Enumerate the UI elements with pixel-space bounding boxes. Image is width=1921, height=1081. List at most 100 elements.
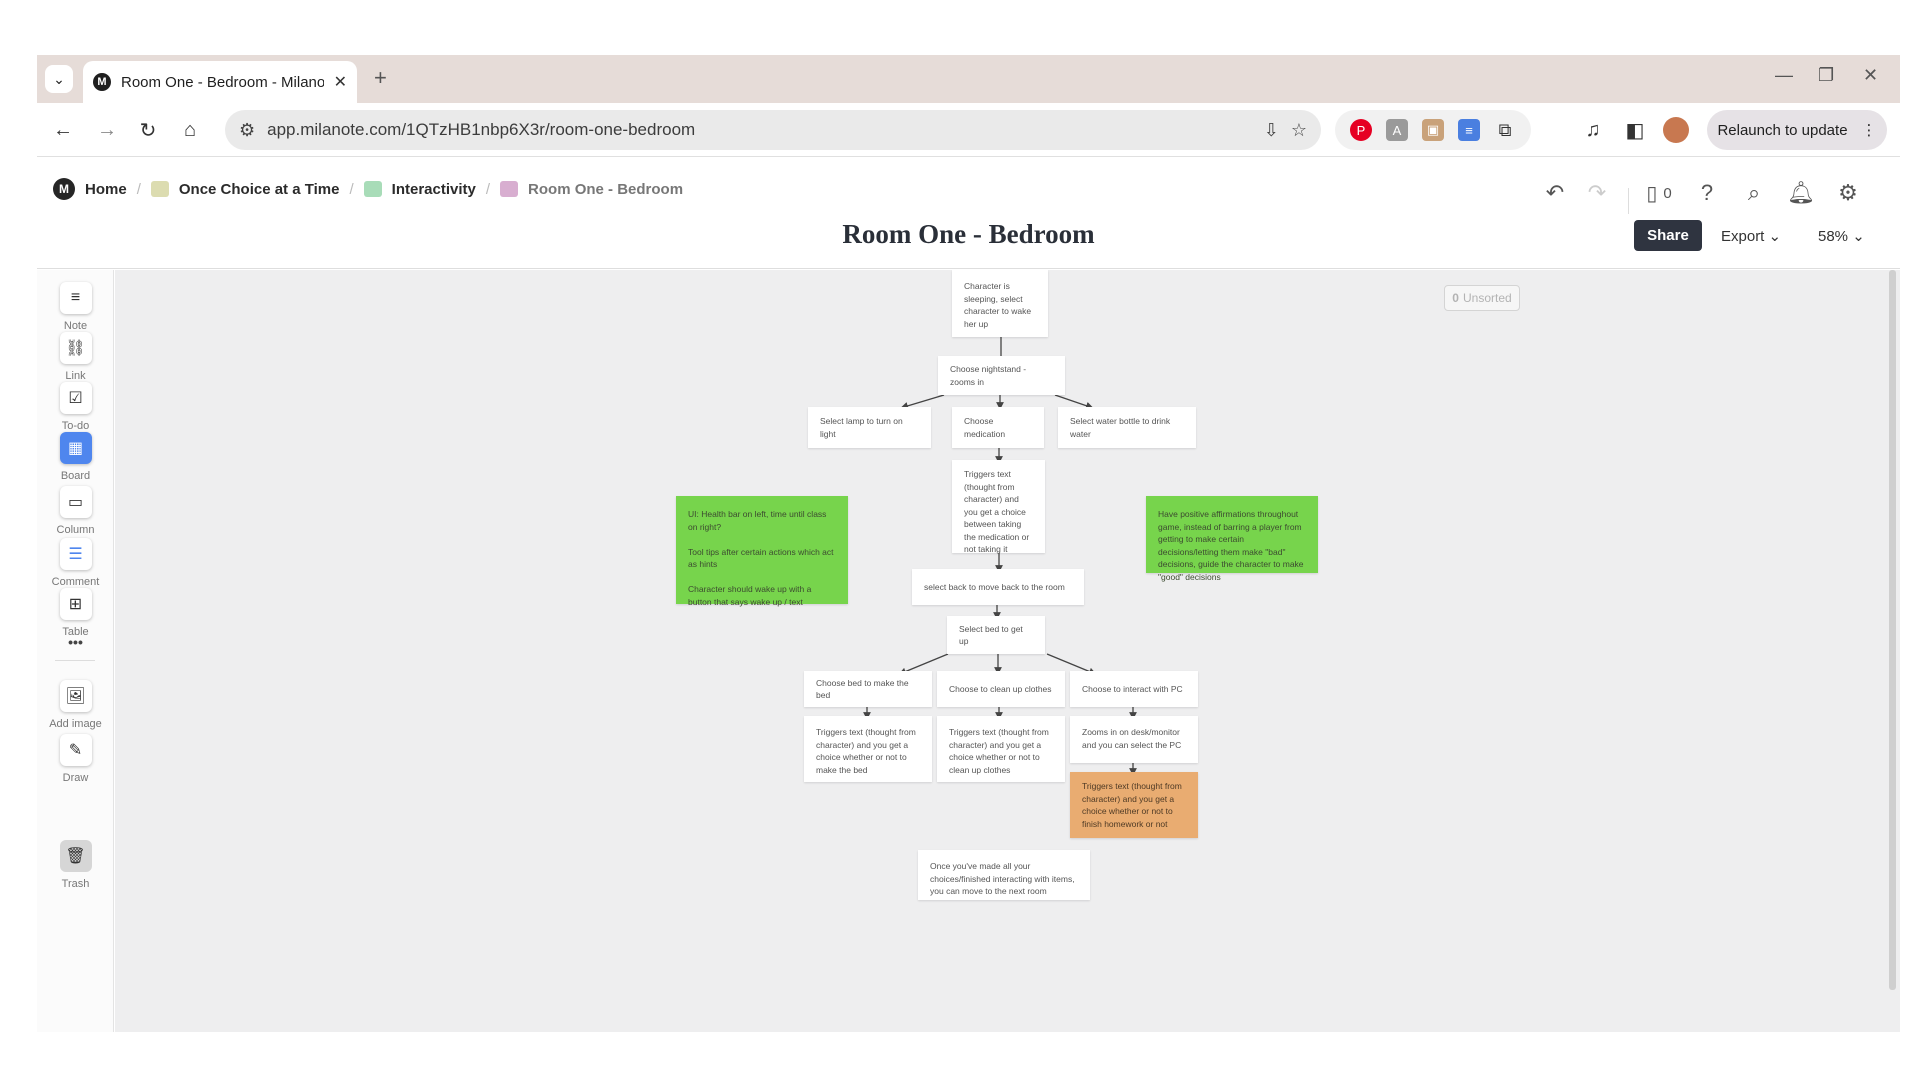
- breadcrumb: M Home / Once Choice at a Time / Interac…: [53, 178, 683, 200]
- side-panel-icon[interactable]: ◧: [1625, 119, 1645, 142]
- comment-icon: ☰: [59, 538, 92, 570]
- pinterest-extension-icon[interactable]: P: [1350, 119, 1372, 141]
- card-final-next-room[interactable]: Once you've made all your choices/finish…: [918, 850, 1090, 900]
- export-button[interactable]: Export ⌄: [1721, 227, 1781, 245]
- card-water[interactable]: Select water bottle to drink water: [1058, 407, 1196, 448]
- toolbar-divider: [55, 660, 95, 661]
- card-ui-notes[interactable]: UI: Health bar on left, time until class…: [676, 496, 848, 607]
- card-back-to-room[interactable]: select back to move back to the room: [912, 569, 1084, 605]
- media-controls-icon[interactable]: ♫: [1585, 118, 1601, 141]
- card-wake[interactable]: Character is sleeping, select character …: [952, 270, 1048, 337]
- connector-arrow: [1054, 394, 1094, 410]
- card-triggers-medication[interactable]: Triggers text (thought from character) a…: [952, 460, 1045, 554]
- tool-label: Note: [63, 320, 88, 332]
- card-lamp[interactable]: Select lamp to turn on light: [808, 407, 931, 448]
- restore-icon[interactable]: ❐: [1818, 65, 1835, 85]
- active-tab[interactable]: M Room One - Bedroom - Milanote ✕: [83, 61, 357, 103]
- tool-trash[interactable]: 🗑︎ Trash: [37, 840, 114, 890]
- back-icon[interactable]: ←: [53, 118, 73, 141]
- tool-todo[interactable]: ☑ To-do: [37, 382, 114, 432]
- tool-label: Comment: [51, 576, 100, 588]
- breadcrumb-home[interactable]: M Home: [53, 178, 127, 200]
- card-affirmations[interactable]: Have positive affirmations throughout ga…: [1146, 496, 1318, 582]
- home-icon[interactable]: ⌂: [183, 118, 197, 141]
- tool-label: Board: [60, 470, 91, 482]
- breadcrumb-item-once-choice[interactable]: Once Choice at a Time: [150, 180, 340, 198]
- tool-add-image[interactable]: 🖼︎ Add image: [37, 680, 114, 730]
- site-settings-icon[interactable]: ⚙: [239, 119, 256, 140]
- tool-comment[interactable]: ☰ Comment: [37, 538, 114, 588]
- milanote-logo-icon: M: [53, 178, 75, 200]
- tool-draw[interactable]: ✎ Draw: [37, 734, 114, 784]
- tool-column[interactable]: ▭ Column: [37, 486, 114, 536]
- breadcrumb-item-interactivity[interactable]: Interactivity: [363, 181, 476, 198]
- note-icon: ≡: [59, 282, 92, 314]
- card-zooms-pc[interactable]: Zooms in on desk/monitor and you can sel…: [1070, 716, 1198, 763]
- tool-note[interactable]: ≡ Note: [37, 282, 114, 332]
- search-icon[interactable]: ⌕: [1747, 180, 1761, 205]
- table-icon: ⊞: [59, 588, 92, 620]
- unsorted-button[interactable]: 0 Unsorted: [1444, 285, 1520, 311]
- card-make-bed[interactable]: Choose bed to make the bed: [804, 671, 932, 707]
- milanote-favicon-icon: M: [93, 73, 111, 91]
- extensions-puzzle-icon[interactable]: ⧉: [1498, 119, 1512, 140]
- undo-icon[interactable]: ↶: [1545, 180, 1565, 205]
- breadcrumb-label: Once Choice at a Time: [178, 180, 340, 198]
- share-button[interactable]: Share: [1634, 220, 1702, 251]
- help-icon[interactable]: ?: [1700, 180, 1714, 205]
- tool-label: Table: [62, 626, 89, 638]
- mobile-app-button[interactable]: ▯ 0: [1639, 178, 1679, 208]
- more-tools-button[interactable]: •••: [37, 634, 114, 650]
- page-title[interactable]: Room One - Bedroom: [842, 219, 1095, 249]
- screenshot-extension-icon[interactable]: ▣: [1422, 119, 1444, 141]
- breadcrumb-item-current[interactable]: Room One - Bedroom: [500, 181, 683, 198]
- card-interact-pc[interactable]: Choose to interact with PC: [1070, 671, 1198, 707]
- profile-avatar[interactable]: [1663, 117, 1689, 143]
- card-triggers-homework[interactable]: Triggers text (thought from character) a…: [1070, 772, 1198, 838]
- todo-icon: ☑: [59, 382, 92, 414]
- board-canvas[interactable]: Character is sleeping, select character …: [115, 270, 1900, 1032]
- connector-lines: [863, 337, 1137, 776]
- card-bed[interactable]: Select bed to get up: [947, 616, 1045, 654]
- card-triggers-clothes[interactable]: Triggers text (thought from character) a…: [937, 716, 1065, 782]
- card-nightstand[interactable]: Choose nightstand - zooms in: [938, 356, 1065, 395]
- tool-table[interactable]: ⊞ Table: [37, 588, 114, 638]
- address-bar[interactable]: ⚙ app.milanote.com/1QTzHB1nbp6X3r/room-o…: [225, 110, 1321, 150]
- url-text[interactable]: app.milanote.com/1QTzHB1nbp6X3r/room-one…: [267, 120, 696, 139]
- canvas-scrollbar[interactable]: [1889, 270, 1896, 990]
- install-app-icon[interactable]: ⇩: [1263, 119, 1279, 140]
- tool-link[interactable]: ⛓ Link: [37, 332, 114, 382]
- tab-search-chevron-icon[interactable]: ⌄: [45, 65, 73, 93]
- minimize-icon[interactable]: —: [1775, 65, 1793, 85]
- redo-icon[interactable]: ↷: [1587, 180, 1607, 205]
- close-tab-icon[interactable]: ✕: [333, 74, 347, 91]
- add-image-icon: 🖼︎: [59, 680, 92, 712]
- tool-sidebar: ≡ Note ⛓ Link ☑ To-do ▦ Board ▭ Column ☰…: [37, 270, 114, 1032]
- forward-icon[interactable]: →: [97, 118, 117, 141]
- chevron-down-icon: ⌄: [1852, 228, 1865, 245]
- card-triggers-bed[interactable]: Triggers text (thought from character) a…: [804, 716, 932, 782]
- card-clean-clothes[interactable]: Choose to clean up clothes: [937, 671, 1065, 707]
- trash-icon: 🗑︎: [59, 840, 92, 872]
- navigation-bar: ← → ↻ ⌂ ⚙ app.milanote.com/1QTzHB1nbp6X3…: [37, 103, 1900, 157]
- board-swatch-icon: [150, 181, 169, 197]
- tool-board[interactable]: ▦ Board: [37, 432, 114, 482]
- browser-window: ⌄ M Room One - Bedroom - Milanote ✕ + — …: [37, 55, 1900, 1032]
- notifications-bell-icon[interactable]: 🔔︎: [1787, 180, 1815, 205]
- window-close-icon[interactable]: ✕: [1863, 65, 1879, 85]
- card-medication[interactable]: Choose medication: [952, 407, 1044, 448]
- relaunch-to-update-button[interactable]: Relaunch to update ⋮: [1707, 110, 1887, 150]
- tab-strip: ⌄ M Room One - Bedroom - Milanote ✕ + — …: [37, 55, 1900, 103]
- extension-icon[interactable]: A: [1386, 119, 1408, 141]
- bookmark-star-icon[interactable]: ☆: [1290, 119, 1307, 140]
- mobile-count: 0: [1663, 184, 1672, 202]
- chevron-down-icon: ⌄: [1768, 228, 1782, 245]
- header-divider: [1628, 188, 1629, 214]
- zoom-selector[interactable]: 58% ⌄: [1818, 227, 1865, 245]
- new-tab-icon[interactable]: +: [374, 65, 387, 90]
- settings-gear-icon[interactable]: ⚙: [1838, 180, 1858, 205]
- docs-extension-icon[interactable]: ≡: [1458, 119, 1480, 141]
- breadcrumb-home-label: Home: [85, 180, 127, 198]
- reload-icon[interactable]: ↻: [139, 119, 157, 142]
- tool-label: Column: [56, 524, 95, 536]
